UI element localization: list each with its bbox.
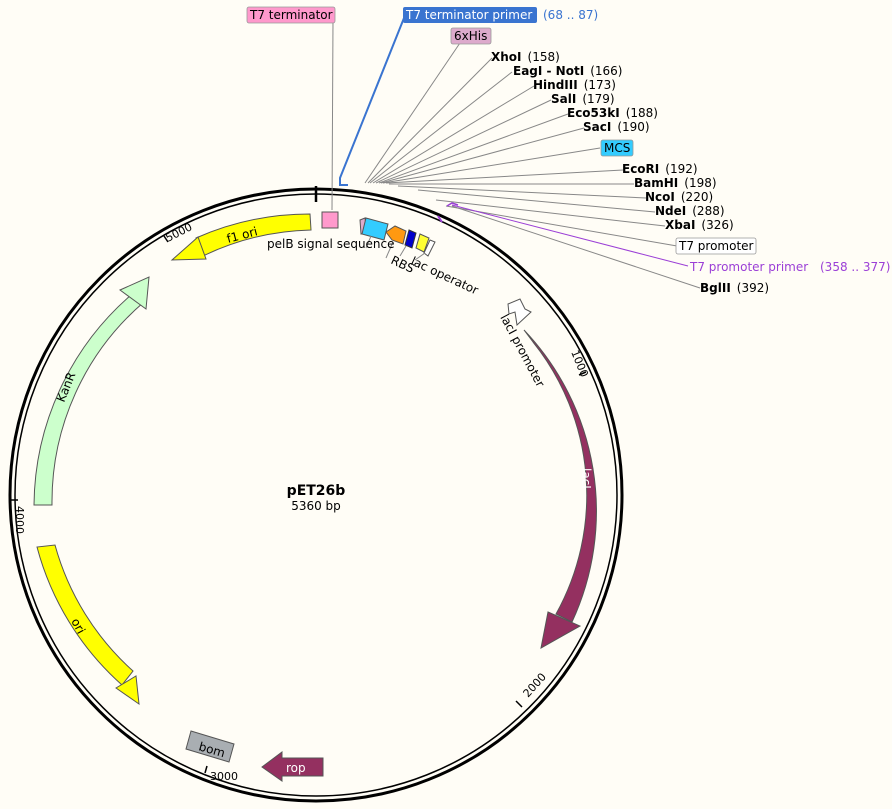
tick-label-5000: 5000 bbox=[163, 220, 194, 244]
kanr-arrowhead bbox=[119, 276, 150, 310]
t7-promoter-primer-range: (358 .. 377) bbox=[820, 260, 890, 274]
mcs-label: MCS bbox=[604, 141, 630, 155]
t7-terminator-primer-label: T7 terminator primer bbox=[405, 8, 532, 22]
tick-label-3000: 3000 bbox=[210, 770, 238, 783]
t7-terminator-primer-tag bbox=[403, 7, 537, 23]
mcs-box[interactable] bbox=[361, 217, 389, 241]
plasmid-name: pET26b bbox=[287, 483, 346, 499]
ori-label: ori bbox=[68, 616, 88, 636]
laci-arrowhead bbox=[540, 611, 582, 649]
laci-promoter-arrow[interactable] bbox=[507, 298, 532, 327]
site-sali[interactable]: SalI(179) bbox=[551, 92, 615, 106]
t7-promoter-primer-label: T7 promoter primer bbox=[689, 260, 808, 274]
site-ecori[interactable]: EcoRI(192) bbox=[622, 162, 698, 176]
site-ndei[interactable]: NdeI(288) bbox=[655, 204, 725, 218]
site-bglii[interactable]: BglII(392) bbox=[700, 281, 769, 295]
pelb-arrow[interactable] bbox=[385, 225, 407, 245]
mcs-tag bbox=[600, 139, 634, 157]
ori-arrowhead bbox=[115, 675, 140, 706]
t7-promoter-label: T7 promoter bbox=[678, 239, 754, 253]
blue-feature-box[interactable] bbox=[404, 229, 417, 249]
ori-arrow[interactable] bbox=[36, 544, 134, 686]
site-eco53ki[interactable]: Eco53kI(188) bbox=[567, 106, 658, 120]
t7-terminator-label: T7 terminator bbox=[249, 8, 333, 22]
lac-operator-label: lac operator bbox=[409, 254, 481, 297]
t7-promoter-primer-mark bbox=[437, 215, 443, 223]
restriction-sites: XhoI(158) EagI - NotI(166) HindIII(173) … bbox=[491, 50, 769, 295]
site-eagi-noti[interactable]: EagI - NotI(166) bbox=[513, 64, 622, 78]
t7-terminator-primer-bracket bbox=[339, 17, 405, 186]
site-saci[interactable]: SacI(190) bbox=[583, 120, 650, 134]
his-tag-label: 6xHis bbox=[454, 29, 487, 43]
tick-label-2000: 2000 bbox=[521, 671, 549, 701]
t7-promoter-tag bbox=[675, 237, 757, 255]
f1-ori-arrowhead bbox=[170, 236, 207, 261]
site-ncoi[interactable]: NcoI(220) bbox=[645, 190, 713, 204]
site-bamhi[interactable]: BamHI(198) bbox=[634, 176, 717, 190]
bom-box[interactable] bbox=[185, 730, 235, 763]
his-tag-label-box bbox=[450, 27, 492, 45]
t7-promoter-primer-leader bbox=[451, 204, 689, 267]
t7-terminator-box[interactable] bbox=[321, 211, 339, 229]
rop-label: rop bbox=[286, 761, 306, 775]
site-xhoi[interactable]: XhoI(158) bbox=[491, 50, 560, 64]
plasmid-size: 5360 bp bbox=[291, 499, 341, 513]
rop-arrow[interactable] bbox=[261, 751, 324, 782]
feature-leader-lines bbox=[365, 235, 426, 261]
site-hindiii[interactable]: HindIII(173) bbox=[533, 78, 616, 92]
t7-terminator-primer-range: (68 .. 87) bbox=[543, 8, 598, 22]
leader-lines bbox=[331, 19, 701, 289]
site-xbai[interactable]: XbaI(326) bbox=[665, 218, 734, 232]
laci-label: lacI bbox=[579, 468, 593, 489]
tick-label-4000: 4000 bbox=[13, 506, 26, 534]
pelb-label: pelB signal sequence bbox=[267, 237, 395, 251]
t7-terminator-tag bbox=[246, 6, 336, 24]
t7-promoter-primer-bracket bbox=[446, 202, 459, 207]
kanr-arrow[interactable] bbox=[33, 294, 145, 506]
t7-promoter-arrow[interactable] bbox=[423, 239, 436, 257]
laci-arrow[interactable] bbox=[523, 329, 597, 623]
